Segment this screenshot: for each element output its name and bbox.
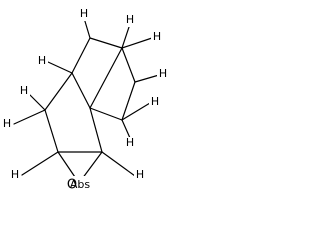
- bond: [89, 47, 123, 109]
- stereo-abs-label: Abs: [70, 178, 91, 191]
- hydrogen-label: H: [159, 67, 167, 80]
- bond: [83, 17, 91, 39]
- bond: [71, 72, 91, 109]
- bond: [44, 109, 59, 153]
- bond: [121, 119, 131, 139]
- bond: [13, 109, 46, 125]
- bond: [89, 107, 123, 121]
- bond: [89, 107, 103, 153]
- bond: [121, 47, 136, 83]
- hydrogen-bonds: [13, 17, 160, 177]
- hydrogen-label: H: [136, 168, 144, 181]
- bond-skeleton: [44, 37, 136, 184]
- hydrogen-label: H: [38, 54, 46, 67]
- hydrogen-label: H: [11, 168, 19, 181]
- molecule-structure: H H H H H H H H H H H O Abs: [1, 7, 169, 193]
- bond: [134, 74, 160, 83]
- bond: [121, 37, 153, 49]
- hydrogen-label: H: [126, 136, 134, 149]
- hydrogen-label: H: [80, 7, 88, 20]
- bond: [101, 151, 136, 177]
- bond: [121, 23, 131, 49]
- bond: [29, 94, 46, 111]
- bond: [21, 151, 59, 176]
- hydrogen-label: H: [153, 30, 161, 43]
- bond: [71, 37, 91, 74]
- bond: [121, 81, 136, 121]
- hydrogen-label: H: [126, 13, 134, 26]
- hydrogen-label: H: [3, 117, 11, 130]
- hydrogen-label: H: [151, 95, 159, 108]
- oxygen-label: O: [67, 178, 77, 193]
- bond: [89, 37, 123, 49]
- bond: [44, 72, 73, 111]
- atom-labels: H H H H H H H H H H H O Abs: [1, 7, 169, 193]
- hydrogen-label: H: [20, 84, 28, 97]
- bond: [47, 61, 73, 74]
- bond: [121, 102, 151, 121]
